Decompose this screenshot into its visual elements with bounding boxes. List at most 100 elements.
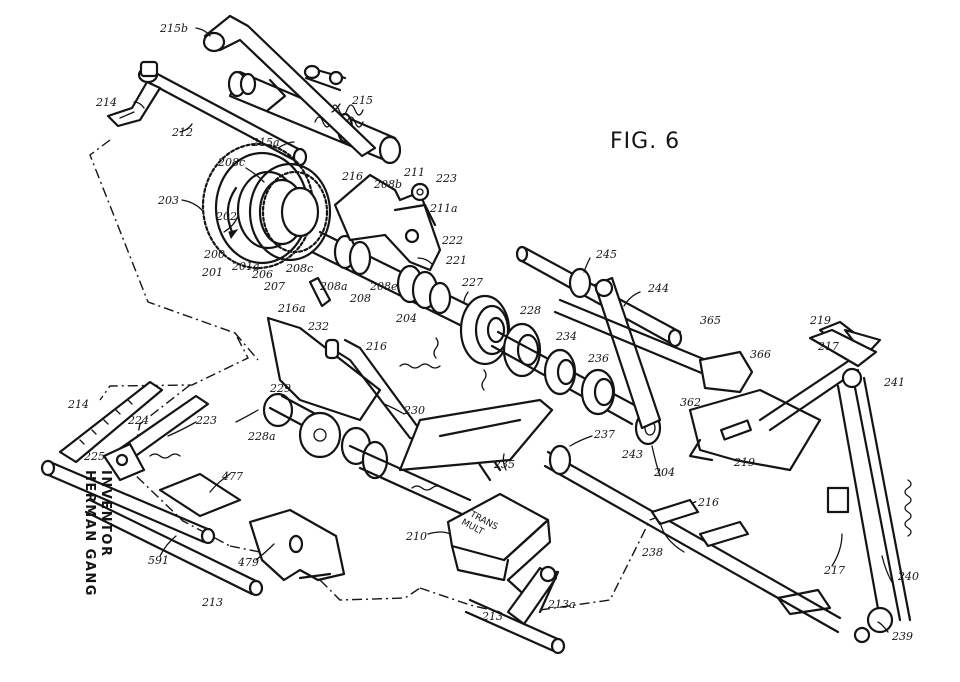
ref-215b: 215b [159,22,188,35]
ref-223-lower: 223 [195,414,217,427]
ref-232: 232 [307,320,329,333]
ref-203: 203 [157,194,179,207]
gear-203 [201,142,332,270]
ref-208a: 208a [319,280,348,293]
ref-200: 200 [203,248,225,261]
ref-243: 243 [621,448,643,461]
ref-207: 207 [263,280,285,293]
lever-244 [593,276,662,430]
ref-216-upper: 216 [341,170,363,183]
inventor-name: HERMAN GANG [82,470,97,597]
lever-214 [106,80,162,128]
ref-222: 222 [441,234,463,247]
ref-204-lower: 204 [653,466,675,479]
leader-lines [133,27,893,633]
bail-235 [398,398,554,472]
ref-239: 239 [891,630,913,643]
ref-240: 240 [897,570,919,583]
frame-217 [758,320,912,644]
ref-213-left: 213 [201,596,223,609]
ref-245: 245 [595,248,617,261]
ref-213-bottom: 213 [481,610,503,623]
ref-211a: 211a [429,202,458,215]
ref-216-lower: 216 [697,496,719,509]
ref-227: 227 [461,276,483,289]
ref-219-upper: 219 [809,314,831,327]
springs [399,337,487,491]
ref-223-upper: 223 [435,172,457,185]
shaft-212 [137,60,308,167]
ref-208: 208 [349,292,371,305]
ref-216-middle: 216 [365,340,387,353]
ref-202: 202 [215,210,237,223]
ref-591: 591 [148,554,169,567]
disk-234 [543,348,577,396]
ref-217-upper: 217 [817,340,839,353]
ref-244: 244 [647,282,669,295]
lever-216a [308,276,340,360]
figure-title: FIG. 6 [610,129,680,154]
ref-366: 366 [750,348,771,361]
disk-227 [459,294,511,366]
ref-210: 210 [405,530,427,543]
lever-215b [202,14,377,158]
ref-221: 221 [445,254,467,267]
ref-234: 234 [555,330,577,343]
slide-477 [158,472,242,518]
ref-228a: 228a [247,430,276,443]
main-shaft-221 [310,230,472,328]
lower-shaft-591 [40,459,216,545]
assembly-outline [89,139,701,613]
ref-204-upper: 204 [395,312,417,325]
ref-236: 236 [587,352,609,365]
ref-212: 212 [171,126,193,139]
ref-230: 230 [403,404,425,417]
rod-216 [543,444,842,634]
ref-216a: 216a [277,302,306,315]
ref-201: 201 [201,266,223,279]
ref-211: 211 [403,166,425,179]
ref-206: 206 [251,268,273,281]
ref-477: 477 [221,470,243,483]
ref-208b: 208b [373,178,402,191]
ref-215: 215 [351,94,373,107]
lever-222 [333,173,442,272]
disk-236 [580,368,616,416]
ref-214-lower: 214 [67,398,89,411]
ref-362: 362 [680,396,701,409]
ref-219-lower: 219 [733,456,755,469]
bail-230 [332,338,502,522]
rod-213a [464,565,566,655]
ref-214-upper: 214 [95,96,117,109]
plate-362-219 [688,388,822,472]
plate-214 [58,380,164,464]
bracket-366 [698,350,754,394]
ref-224: 224 [127,414,149,427]
ref-238: 238 [641,546,663,559]
lower-shaft-213 [84,498,264,597]
bracket-225 [102,442,181,482]
ref-208e: 208e [369,280,398,293]
inventor-block: INVENTOR HERMAN GANG [82,470,113,597]
ref-213a: 213a [547,598,576,611]
ref-208c-lower: 208c [285,262,313,275]
upper-rod [303,64,347,92]
bail-229 [262,316,382,459]
ref-208c-upper: 208c [217,156,245,169]
reference-numerals: 215b 214 212 215 215a 208c 216 211 223 2… [67,22,919,643]
ref-217-lower: 217 [823,564,845,577]
ref-241: 241 [883,376,905,389]
ref-365: 365 [700,314,721,327]
ref-237: 237 [593,428,615,441]
disk-228 [502,322,542,378]
ref-201a: 201a [231,260,260,273]
ref-228: 228 [519,304,541,317]
ref-225: 225 [83,450,105,463]
ref-215a: 215a [251,136,280,149]
lever-219-top [808,328,878,368]
lever-479 [248,508,346,582]
inventor-heading: INVENTOR [98,470,113,557]
ref-479: 479 [237,556,259,569]
